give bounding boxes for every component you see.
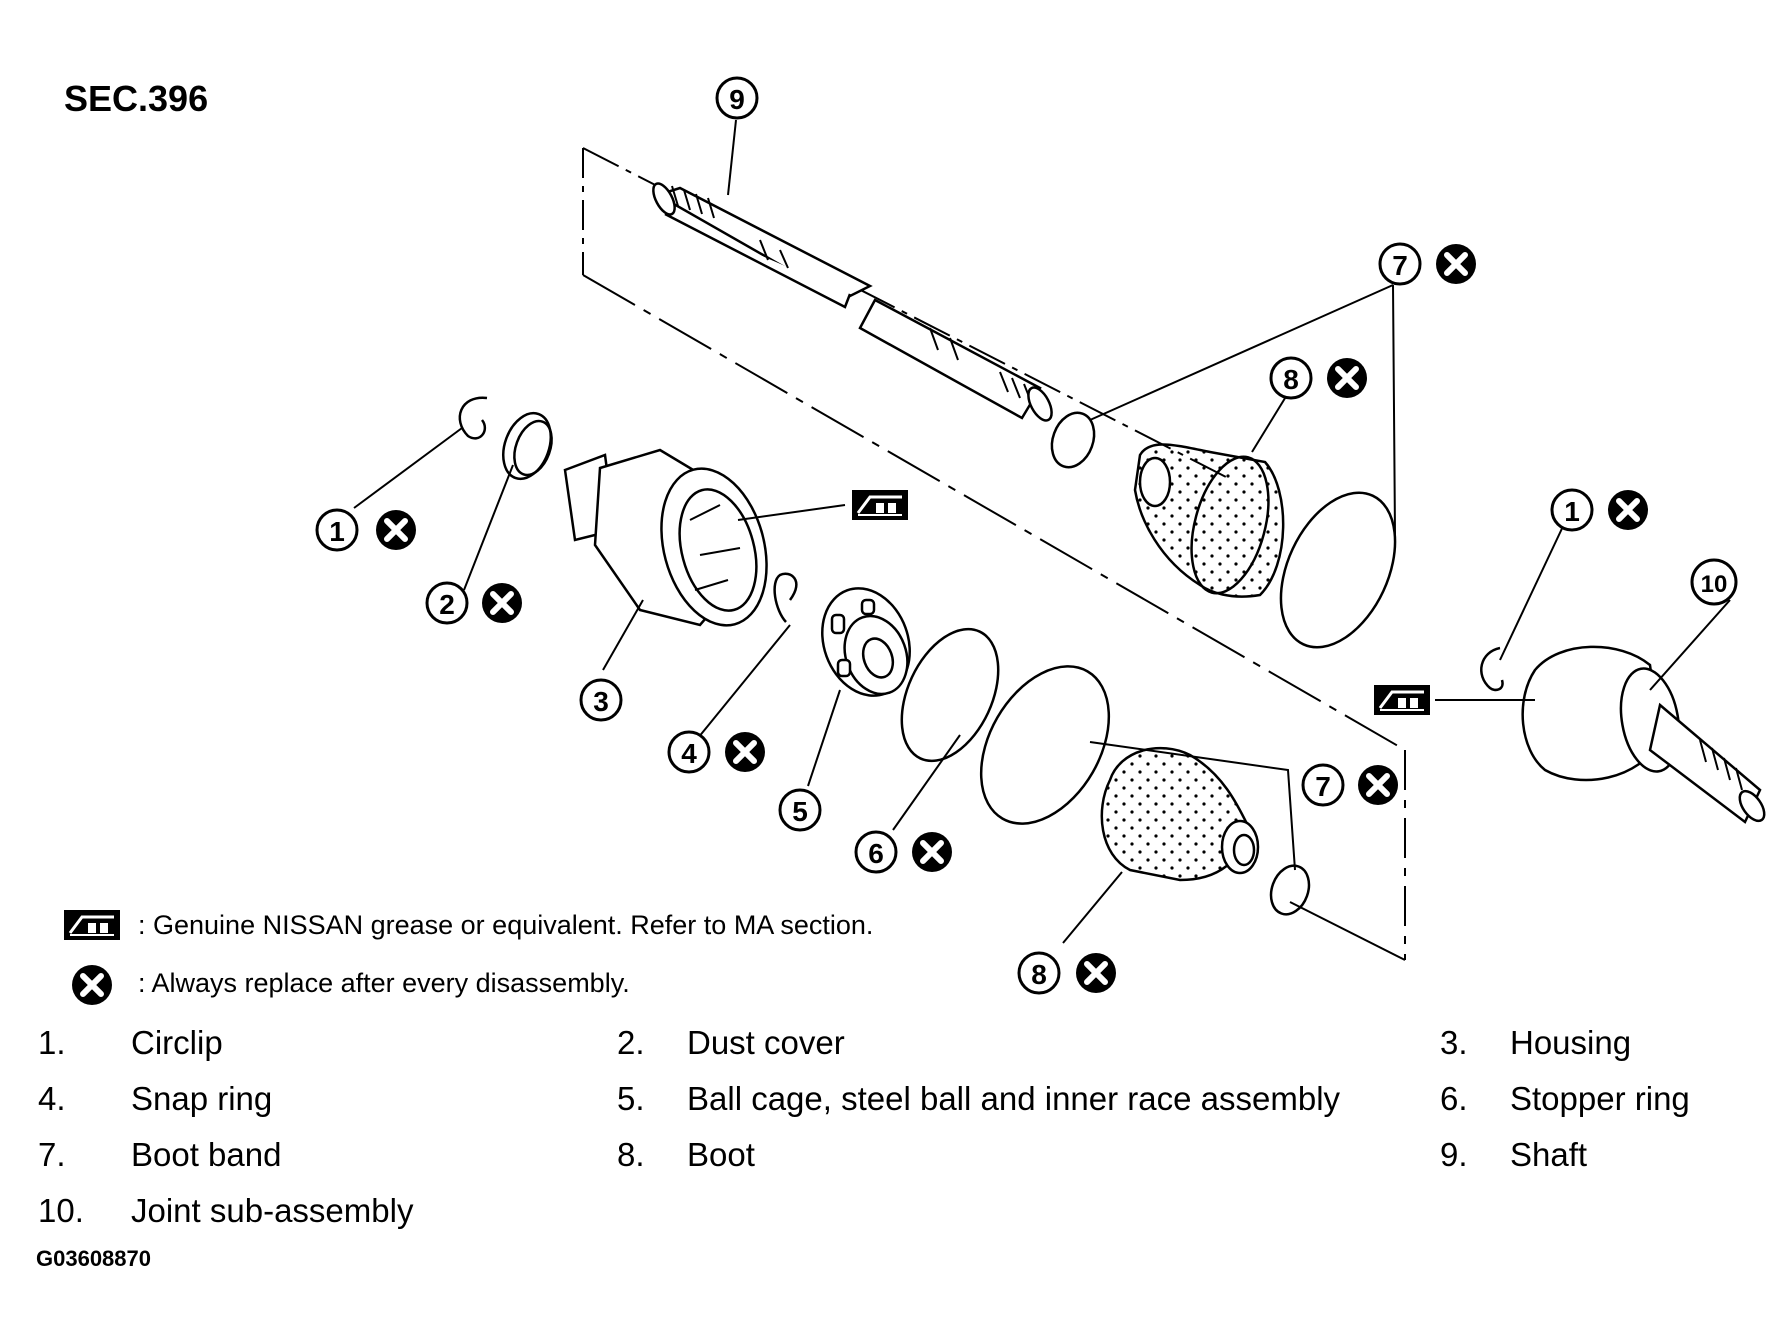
replace-x-icon (912, 832, 952, 872)
callout-5: 5 (778, 788, 822, 832)
callout-10: 10 (1690, 558, 1738, 606)
legend-replace-text: : Always replace after every disassembly… (138, 968, 630, 998)
shaft-part (652, 182, 1053, 422)
section-label: SEC.396 (64, 78, 209, 119)
svg-text:4: 4 (681, 738, 697, 769)
legend-grease: : Genuine NISSAN grease or equivalent. R… (126, 910, 873, 941)
grease-legend-icon (62, 908, 122, 942)
replace-x-icon (725, 732, 765, 772)
callout-3: 3 (579, 678, 623, 722)
figure-code: G03608870 (36, 1246, 151, 1271)
grease-icon (1372, 683, 1432, 717)
joint-sub-assembly-part (1521, 645, 1766, 824)
parts-list: 1. Circlip 2. Dust cover 3. Housing 4. S… (38, 1024, 1690, 1229)
boot-part-lower (1100, 746, 1260, 882)
callout-7-upper: 7 (1378, 242, 1422, 286)
replace-x-icon (482, 583, 522, 623)
callout-4: 4 (667, 730, 711, 774)
replace-x-icon (1436, 244, 1476, 284)
ball-cage-part (821, 587, 911, 697)
leader-lines (353, 119, 1731, 944)
boot-part-upper (1133, 443, 1285, 598)
callout-8-upper: 8 (1269, 356, 1313, 400)
svg-text:7: 7 (1392, 250, 1408, 281)
boot-band-parts (979, 411, 1397, 916)
svg-text:8: 8 (1283, 364, 1299, 395)
callout-2: 2 (425, 581, 469, 625)
circlip-part-right (1480, 646, 1504, 692)
svg-text:9: 9 (729, 84, 745, 115)
callout-7-lower: 7 (1301, 763, 1345, 807)
callout-8-lower: 8 (1017, 951, 1061, 995)
replace-x-icon (376, 510, 416, 550)
replace-x-icon (1327, 358, 1367, 398)
replace-legend-icon (72, 965, 112, 1005)
stopper-ring-part (900, 627, 1000, 763)
svg-text:7: 7 (1315, 771, 1331, 802)
svg-text:1: 1 (329, 516, 345, 547)
callout-1-left: 1 (315, 508, 359, 552)
svg-text:10: 10 (1701, 571, 1728, 598)
svg-text:6: 6 (868, 838, 884, 869)
legend-replace: : Always replace after every disassembly… (126, 968, 630, 999)
svg-text:8: 8 (1031, 959, 1047, 990)
replace-x-icon (1608, 490, 1648, 530)
svg-text:2: 2 (439, 589, 455, 620)
svg-text:3: 3 (593, 686, 609, 717)
housing-part (563, 448, 768, 627)
svg-text:5: 5 (792, 796, 808, 827)
callout-9: 9 (715, 76, 759, 120)
circlip-part-left (458, 396, 488, 440)
dust-cover-part (502, 411, 553, 481)
replace-x-icon (1358, 765, 1398, 805)
svg-text:1: 1 (1564, 496, 1580, 527)
snap-ring-part (773, 572, 798, 623)
callout-1-right: 1 (1550, 488, 1594, 532)
replace-x-icon (1076, 953, 1116, 993)
assembly-frame (582, 147, 1406, 961)
legend-grease-text: : Genuine NISSAN grease or equivalent. R… (138, 910, 874, 940)
callout-6: 6 (854, 830, 898, 874)
grease-icon (850, 488, 910, 522)
